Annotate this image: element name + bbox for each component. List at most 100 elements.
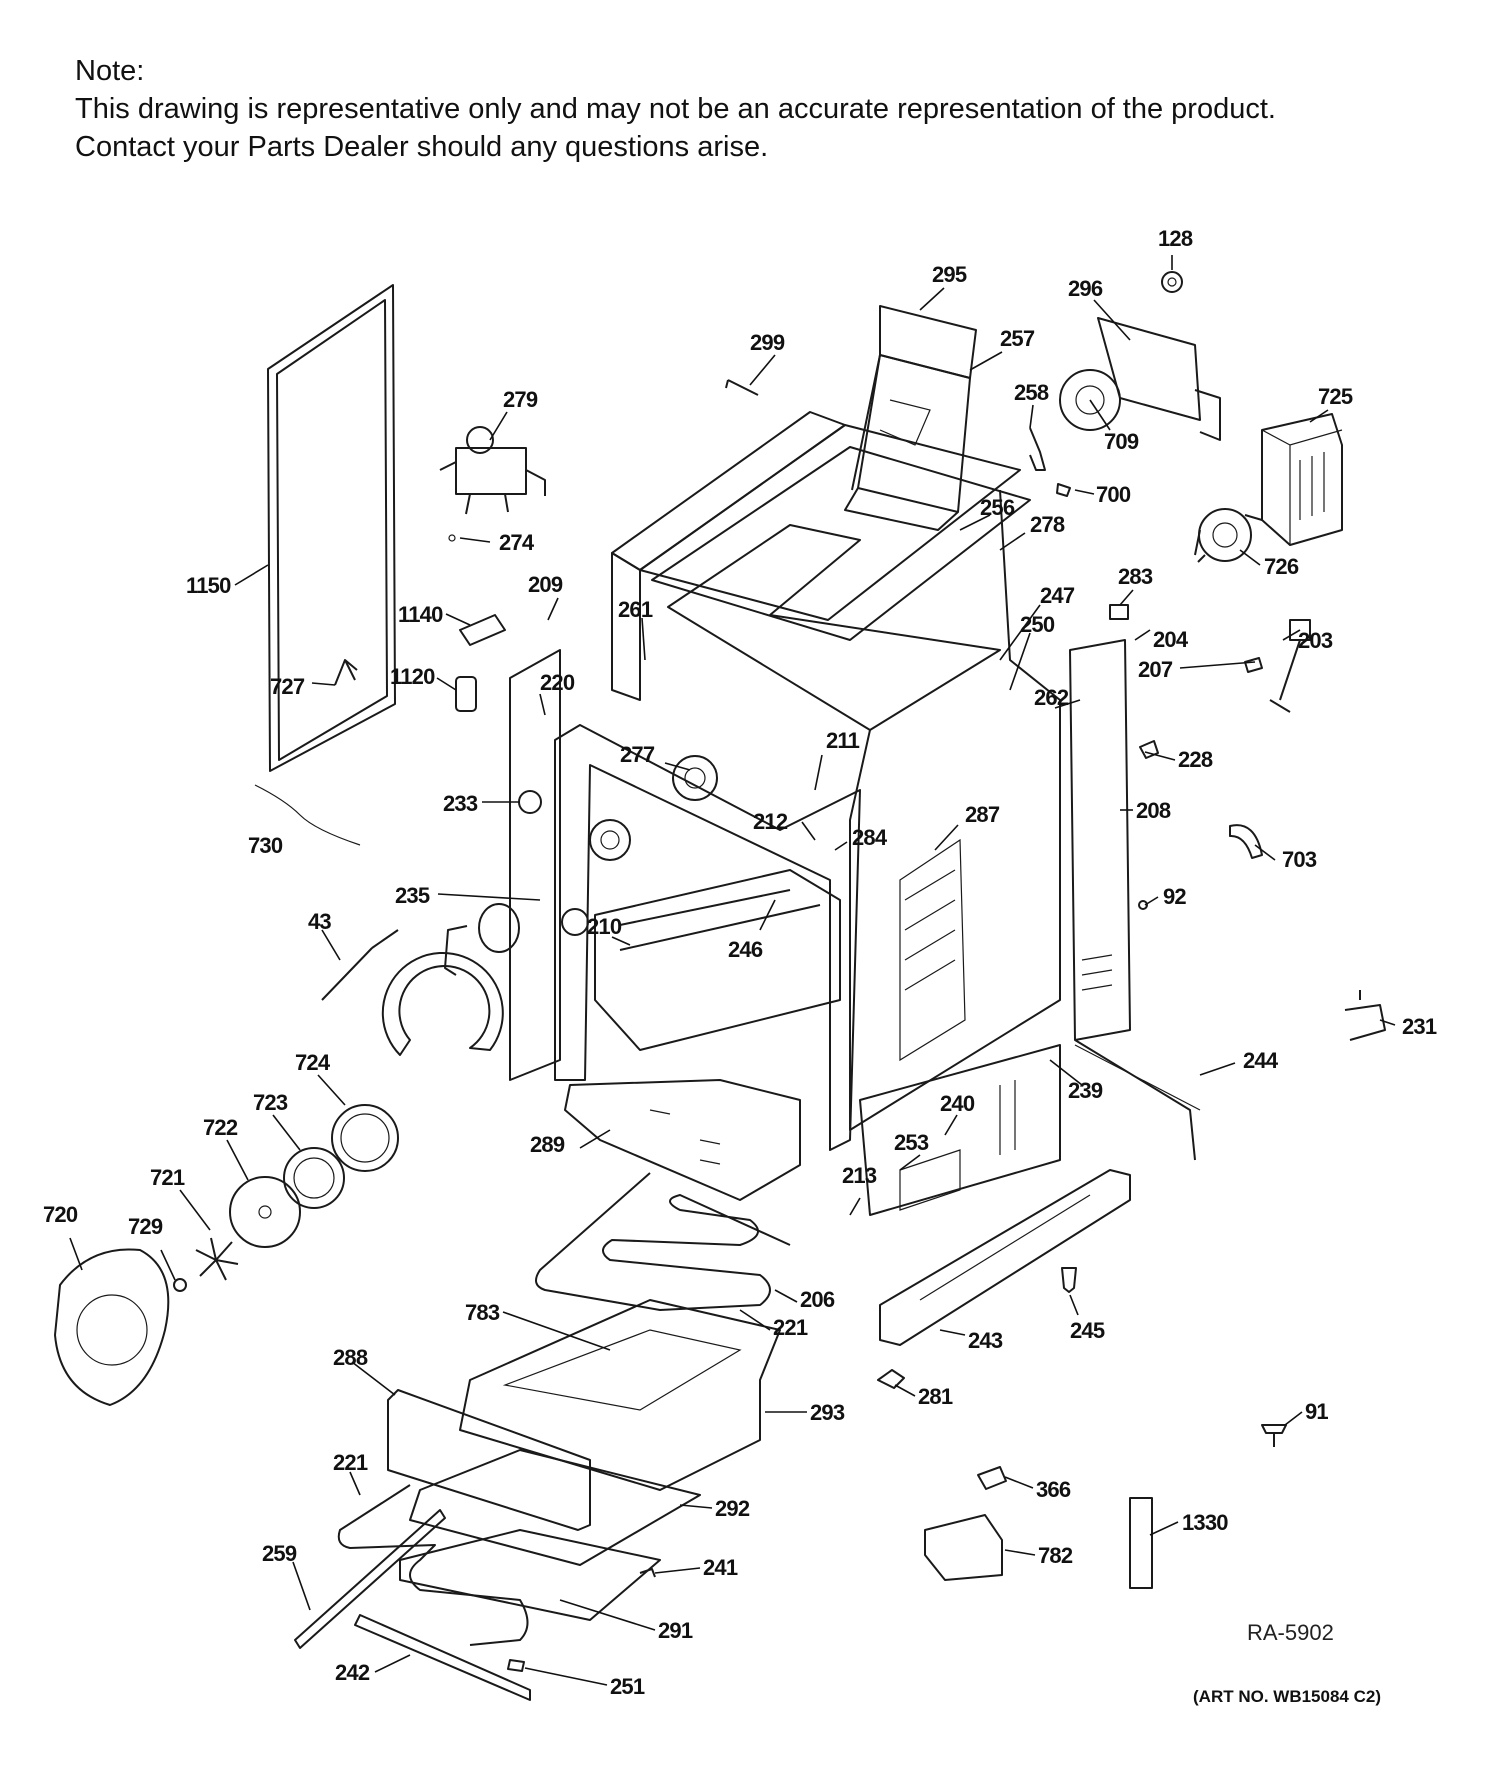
part-label-724: 724 bbox=[295, 1050, 331, 1075]
part-label-92: 92 bbox=[1163, 884, 1186, 909]
part-label-212: 212 bbox=[753, 809, 788, 834]
clip-700 bbox=[1056, 483, 1071, 497]
clip-228 bbox=[1139, 740, 1159, 759]
disclaimer-note: Note: This drawing is representative onl… bbox=[75, 52, 1455, 166]
part-label-208: 208 bbox=[1136, 798, 1171, 823]
part-label-292: 292 bbox=[715, 1496, 750, 1521]
rail-242 bbox=[354, 1614, 531, 1701]
part-label-241: 241 bbox=[703, 1555, 738, 1580]
motor-box-725 bbox=[1261, 413, 1343, 546]
leader-lines bbox=[69, 255, 1396, 1686]
part-label-279: 279 bbox=[503, 387, 538, 412]
bracket-231 bbox=[1344, 990, 1386, 1041]
part-label-725: 725 bbox=[1318, 384, 1353, 409]
broil-element-221 bbox=[337, 1484, 529, 1646]
broiler-box-293 bbox=[459, 1299, 781, 1491]
blower-motor-726 bbox=[1194, 508, 1263, 563]
part-label-723: 723 bbox=[253, 1090, 288, 1115]
part-label-1150: 1150 bbox=[186, 573, 231, 598]
bulb-cover-1120 bbox=[455, 676, 477, 712]
part-label-235: 235 bbox=[395, 883, 430, 908]
bracket-258 bbox=[1029, 427, 1046, 471]
slide-rail-259 bbox=[294, 1509, 446, 1649]
part-label-240: 240 bbox=[940, 1091, 975, 1116]
part-label-206: 206 bbox=[800, 1287, 835, 1312]
part-label-284: 284 bbox=[852, 825, 888, 850]
part-label-213: 213 bbox=[842, 1163, 877, 1188]
part-label-366: 366 bbox=[1036, 1477, 1071, 1502]
board-1330 bbox=[1129, 1497, 1153, 1589]
part-label-231: 231 bbox=[1402, 1014, 1437, 1039]
part-label-730: 730 bbox=[248, 833, 283, 858]
bolt-299 bbox=[725, 379, 759, 396]
part-label-703: 703 bbox=[1282, 847, 1317, 872]
part-label-277: 277 bbox=[620, 742, 655, 767]
bracket-241 bbox=[639, 1568, 656, 1578]
part-label-251: 251 bbox=[610, 1674, 645, 1699]
part-label-246: 246 bbox=[728, 937, 763, 962]
part-label-239: 239 bbox=[1068, 1078, 1103, 1103]
clip-251 bbox=[507, 1659, 525, 1672]
part-label-281: 281 bbox=[918, 1384, 953, 1409]
part-label-209: 209 bbox=[528, 572, 563, 597]
part-label-257: 257 bbox=[1000, 326, 1035, 351]
part-label-722: 722 bbox=[203, 1115, 238, 1140]
drawer-291 bbox=[399, 1529, 661, 1621]
part-label-243: 243 bbox=[968, 1328, 1003, 1353]
part-label-233: 233 bbox=[443, 791, 478, 816]
connector-283 bbox=[1109, 604, 1129, 620]
part-label-262: 262 bbox=[1034, 685, 1069, 710]
bracket-281 bbox=[877, 1369, 905, 1389]
part-label-729: 729 bbox=[128, 1214, 163, 1239]
bracket-703 bbox=[1229, 824, 1263, 859]
door-gasket-1150 bbox=[267, 284, 396, 772]
reference-code: RA-5902 bbox=[1247, 1620, 1334, 1645]
oven-cabinet bbox=[509, 411, 1196, 1346]
part-label-261: 261 bbox=[618, 597, 653, 622]
broiler-panel-288 bbox=[387, 1389, 591, 1531]
lock-assembly-279 bbox=[439, 426, 546, 542]
part-label-247: 247 bbox=[1040, 583, 1075, 608]
part-label-211: 211 bbox=[826, 728, 860, 753]
part-label-128: 128 bbox=[1158, 226, 1193, 251]
part-label-296: 296 bbox=[1068, 276, 1103, 301]
part-label-203: 203 bbox=[1298, 628, 1333, 653]
part-label-299: 299 bbox=[750, 330, 785, 355]
part-label-289: 289 bbox=[530, 1132, 565, 1157]
part-label-727: 727 bbox=[270, 674, 305, 699]
cover-782 bbox=[924, 1514, 1003, 1581]
part-label-293: 293 bbox=[810, 1400, 845, 1425]
part-label-274: 274 bbox=[499, 530, 535, 555]
note-line-2: Contact your Parts Dealer should any que… bbox=[75, 131, 769, 163]
blower-bracket-296 bbox=[1059, 271, 1221, 441]
part-label-720: 720 bbox=[43, 1202, 78, 1227]
part-label-295: 295 bbox=[932, 262, 967, 287]
part-label-253: 253 bbox=[894, 1130, 929, 1155]
switch-366 bbox=[977, 1466, 1007, 1490]
part-label-783: 783 bbox=[465, 1300, 500, 1325]
wire-harness-203 bbox=[1269, 619, 1311, 713]
part-label-250: 250 bbox=[1020, 612, 1055, 637]
part-label-283: 283 bbox=[1118, 564, 1153, 589]
art-number: (ART NO. WB15084 C2) bbox=[1193, 1687, 1381, 1706]
part-label-721: 721 bbox=[150, 1165, 185, 1190]
part-label-210: 210 bbox=[587, 914, 622, 939]
part-label-1120: 1120 bbox=[390, 664, 435, 689]
part-label-259: 259 bbox=[262, 1541, 297, 1566]
part-label-291: 291 bbox=[658, 1618, 693, 1643]
probe-727 bbox=[334, 659, 358, 686]
bake-element-221 bbox=[535, 1172, 791, 1311]
convection-fan bbox=[54, 951, 504, 1406]
probe-43 bbox=[321, 929, 399, 1001]
part-label-709: 709 bbox=[1104, 429, 1139, 454]
part-label-1140: 1140 bbox=[398, 602, 443, 627]
part-label-221-lower: 221 bbox=[333, 1450, 368, 1475]
part-label-43: 43 bbox=[308, 909, 331, 934]
part-label-220: 220 bbox=[540, 670, 575, 695]
switch-1140 bbox=[459, 614, 506, 646]
part-label-278: 278 bbox=[1030, 512, 1065, 537]
part-label-782: 782 bbox=[1038, 1543, 1073, 1568]
wire-730 bbox=[254, 784, 361, 846]
screw-91 bbox=[1261, 1424, 1287, 1447]
